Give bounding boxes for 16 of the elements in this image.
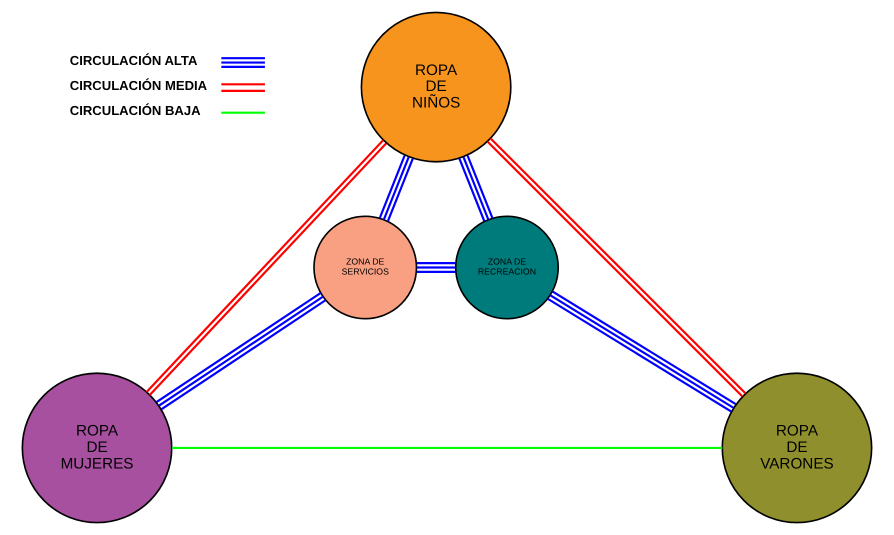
- node-circle: ROPA DE MUJERES: [22, 372, 173, 524]
- legend-label: CIRCULACIÓN MEDIA: [70, 78, 208, 93]
- node-circle: ZONA DE RECREACION: [454, 215, 560, 320]
- connector: [486, 138, 746, 398]
- connector: [416, 262, 456, 273]
- node-circle: ZONA DE SERVICIOS: [313, 215, 418, 320]
- connector: [378, 155, 414, 222]
- legend-label: CIRCULACIÓN ALTA: [70, 52, 198, 68]
- connector: [548, 290, 736, 412]
- connector: [172, 446, 722, 450]
- connector: [458, 155, 494, 222]
- connector: [156, 292, 326, 410]
- node-circle: ROPA DE VARONES: [721, 372, 872, 524]
- connector: [146, 140, 387, 396]
- legend-label: CIRCULACIÓN BAJA: [70, 102, 201, 118]
- node-circle: ROPA DE NIÑOS: [360, 12, 512, 163]
